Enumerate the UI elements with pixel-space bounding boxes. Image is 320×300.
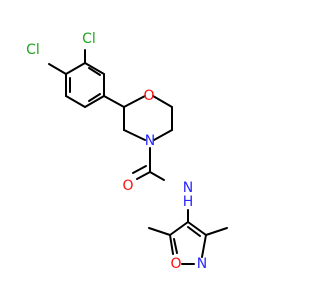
- amide-hydrogen-label: H: [183, 194, 194, 210]
- bond: [88, 93, 101, 102]
- bond: [169, 234, 174, 255]
- atom-labels: Cl Cl O N O N H O N: [26, 31, 207, 272]
- bond: [187, 226, 201, 237]
- molecule-structure: Cl Cl O N O N H O N: [26, 31, 228, 272]
- bond: [153, 129, 173, 141]
- bond: [84, 95, 105, 108]
- bond: [65, 62, 86, 75]
- bond: [48, 63, 67, 75]
- isoxazole-nitrogen-label: N: [197, 256, 207, 272]
- bond: [187, 221, 207, 236]
- bond: [149, 171, 165, 181]
- bond: [173, 238, 178, 254]
- bond: [88, 67, 101, 76]
- bond: [205, 227, 228, 236]
- bond: [84, 62, 105, 75]
- bond: [136, 171, 151, 180]
- bond: [132, 165, 147, 174]
- bond: [152, 95, 173, 108]
- bonds: [48, 49, 228, 265]
- bond: [148, 227, 171, 236]
- bond: [201, 234, 207, 258]
- bond: [123, 129, 146, 141]
- bond: [169, 221, 189, 236]
- ring-nitrogen-label: N: [145, 133, 155, 149]
- bond: [103, 95, 125, 108]
- chlorine-label: Cl: [82, 31, 96, 47]
- bond: [65, 95, 86, 108]
- isoxazole-oxygen-label: O: [170, 256, 181, 272]
- carbonyl-oxygen-label: O: [122, 178, 133, 194]
- bond: [123, 95, 146, 108]
- amide-nitrogen-label: N: [183, 180, 193, 196]
- chlorine-label: Cl: [26, 42, 40, 58]
- ring-oxygen-label: O: [143, 88, 154, 104]
